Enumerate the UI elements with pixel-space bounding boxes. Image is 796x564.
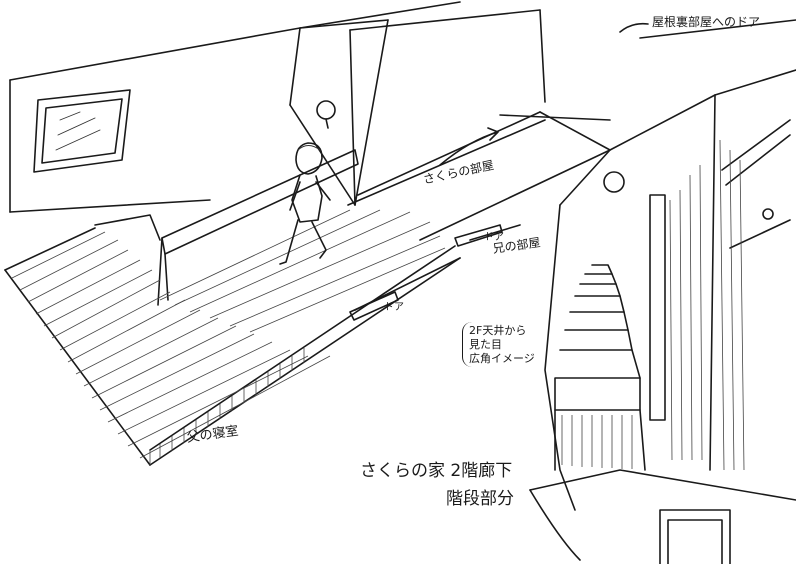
drawing-title-line-2: 階段部分 xyxy=(446,489,514,509)
drawing-title-line-1: さくらの家 2階廊下 xyxy=(360,461,513,481)
girl-figure xyxy=(279,142,331,265)
ceiling-view-line-2: 見た目 xyxy=(469,337,502,351)
railing xyxy=(94,149,359,306)
floor-planks xyxy=(4,209,461,466)
right-stairwell-drawing xyxy=(529,19,796,564)
window xyxy=(33,89,131,173)
door-upper-label: ドア xyxy=(484,232,504,243)
left-hallway-drawing xyxy=(4,1,611,466)
attic-door-label: 屋根裏部屋へのドア xyxy=(652,15,761,29)
wall-lamp xyxy=(316,100,336,129)
ceiling-view-note: 2F天井から 見た目 広角イメージ xyxy=(462,322,535,368)
ceiling-view-line-3: 広角イメージ xyxy=(469,351,535,365)
door-lower-label: ドア xyxy=(384,302,404,313)
ceiling-view-line-1: 2F天井から xyxy=(469,324,527,337)
staircase xyxy=(554,264,646,471)
ceiling-lamp xyxy=(603,171,625,193)
